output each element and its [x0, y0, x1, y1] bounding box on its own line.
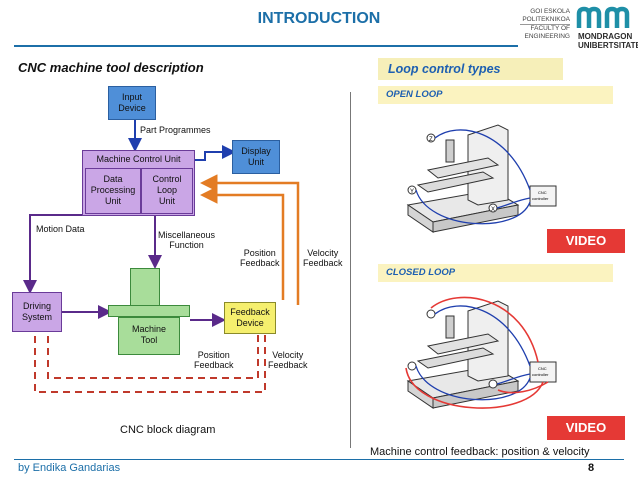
open-loop-machine-illustration: Z Y X CNC controller [406, 124, 557, 233]
section-title-loop-control: Loop control types [378, 58, 563, 80]
faculty-label: GOI ESKOLA POLITEKNIKOA FACULTY OF ENGIN… [520, 8, 570, 40]
closed-loop-label: CLOSED LOOP [378, 264, 613, 282]
header-divider [14, 45, 518, 47]
footer-author: by Endika Gandarias [18, 462, 121, 474]
cnc-controller-label: CNC [538, 190, 547, 195]
svg-text:controller: controller [532, 372, 549, 377]
axis-y-label: Y [410, 189, 414, 195]
diagram-arrows [23, 120, 300, 393]
axis-z-label: Z [429, 137, 433, 143]
part-programmes-label: Part Programmes [140, 125, 211, 135]
axis-x-label: X [491, 207, 495, 213]
vertical-divider [350, 92, 351, 448]
open-loop-video-button[interactable]: VIDEO [547, 229, 625, 253]
machine-tool-column [130, 268, 160, 308]
page-title: INTRODUCTION [257, 10, 381, 27]
section-title-cnc: CNC machine tool description [18, 60, 204, 75]
university-name: MONDRAGON UNIBERTSITATEA [578, 32, 638, 50]
svg-text:CNC: CNC [538, 366, 547, 371]
page-number: 8 [588, 462, 595, 474]
motion-data-label: Motion Data [36, 224, 85, 234]
mondragon-logo-icon [576, 6, 630, 28]
machine-tool-table [108, 305, 190, 317]
loop-control-caption: Machine control feedback: position & vel… [370, 446, 590, 458]
footer-divider [14, 459, 624, 460]
closed-loop-machine-illustration: CNC controller [405, 296, 557, 409]
closed-loop-video-button[interactable]: VIDEO [547, 416, 625, 440]
open-loop-label: OPEN LOOP [378, 86, 613, 104]
svg-text:controller: controller [532, 196, 549, 201]
cnc-diagram-caption: CNC block diagram [120, 424, 216, 436]
